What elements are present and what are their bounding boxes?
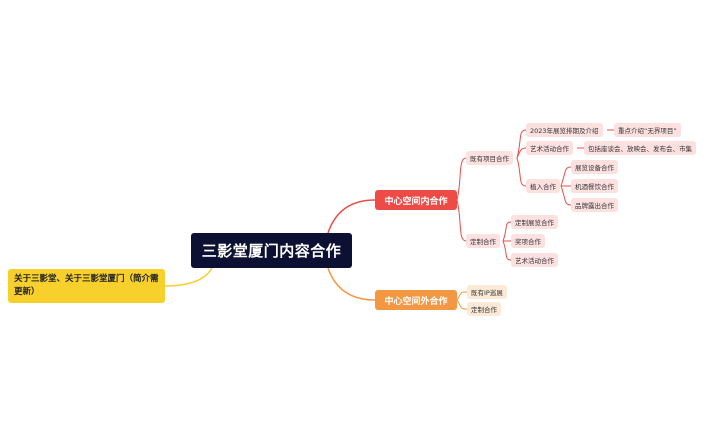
connector-root-side-note — [164, 267, 213, 287]
topic-hotel-dining[interactable]: 机酒餐饮合作 — [571, 179, 618, 193]
topic-ip-tour[interactable]: 既有IP巡展 — [467, 285, 507, 299]
connector-outer-1 — [456, 291, 468, 301]
branch-outer-cooperation[interactable]: 中心空间外合作 — [375, 290, 457, 310]
connector-custom-3 — [502, 240, 512, 261]
topic-activity-types[interactable]: 包括座谈会、放映会、发布会、市集 — [584, 141, 696, 155]
branch-inner-cooperation[interactable]: 中心空间内合作 — [375, 190, 457, 210]
connector-existing-exhibition — [516, 129, 527, 159]
topic-art-activity[interactable]: 艺术活动合作 — [526, 141, 573, 155]
side-note-topic[interactable]: 关于三影堂、关于三影堂厦门（简介需更新） — [8, 269, 165, 303]
topic-equipment[interactable]: 展览设备合作 — [571, 160, 618, 174]
topic-custom-art-activity[interactable]: 艺术活动合作 — [511, 253, 558, 267]
topic-outer-custom[interactable]: 定制合作 — [467, 302, 501, 316]
connector-root-outer — [327, 267, 376, 301]
connector-existing-art — [516, 147, 527, 159]
connector-inner-custom — [456, 199, 467, 242]
topic-award[interactable]: 奖项合作 — [511, 234, 545, 248]
root-topic[interactable]: 三影堂厦门内容合作 — [191, 233, 352, 268]
topic-highlight-project[interactable]: 重点介绍“无界项目” — [614, 123, 681, 137]
topic-brand-exposure[interactable]: 品牌露出合作 — [571, 198, 618, 212]
connector-root-inner — [327, 199, 376, 234]
connector-outer-2 — [456, 299, 468, 310]
connector-custom-1 — [502, 221, 512, 242]
topic-placement[interactable]: 植入合作 — [526, 179, 560, 193]
topic-exhibition-schedule[interactable]: 2023年展览排期及介绍 — [526, 123, 603, 137]
topic-existing-projects[interactable]: 既有项目合作 — [466, 151, 513, 165]
connector-placement-1 — [560, 166, 572, 187]
topic-custom-exhibition[interactable]: 定制展览合作 — [511, 215, 558, 229]
connector-existing-placement — [516, 157, 527, 187]
connector-placement-3 — [560, 185, 572, 206]
connector-inner-existing — [456, 157, 467, 201]
topic-custom-cooperation[interactable]: 定制合作 — [466, 234, 500, 248]
